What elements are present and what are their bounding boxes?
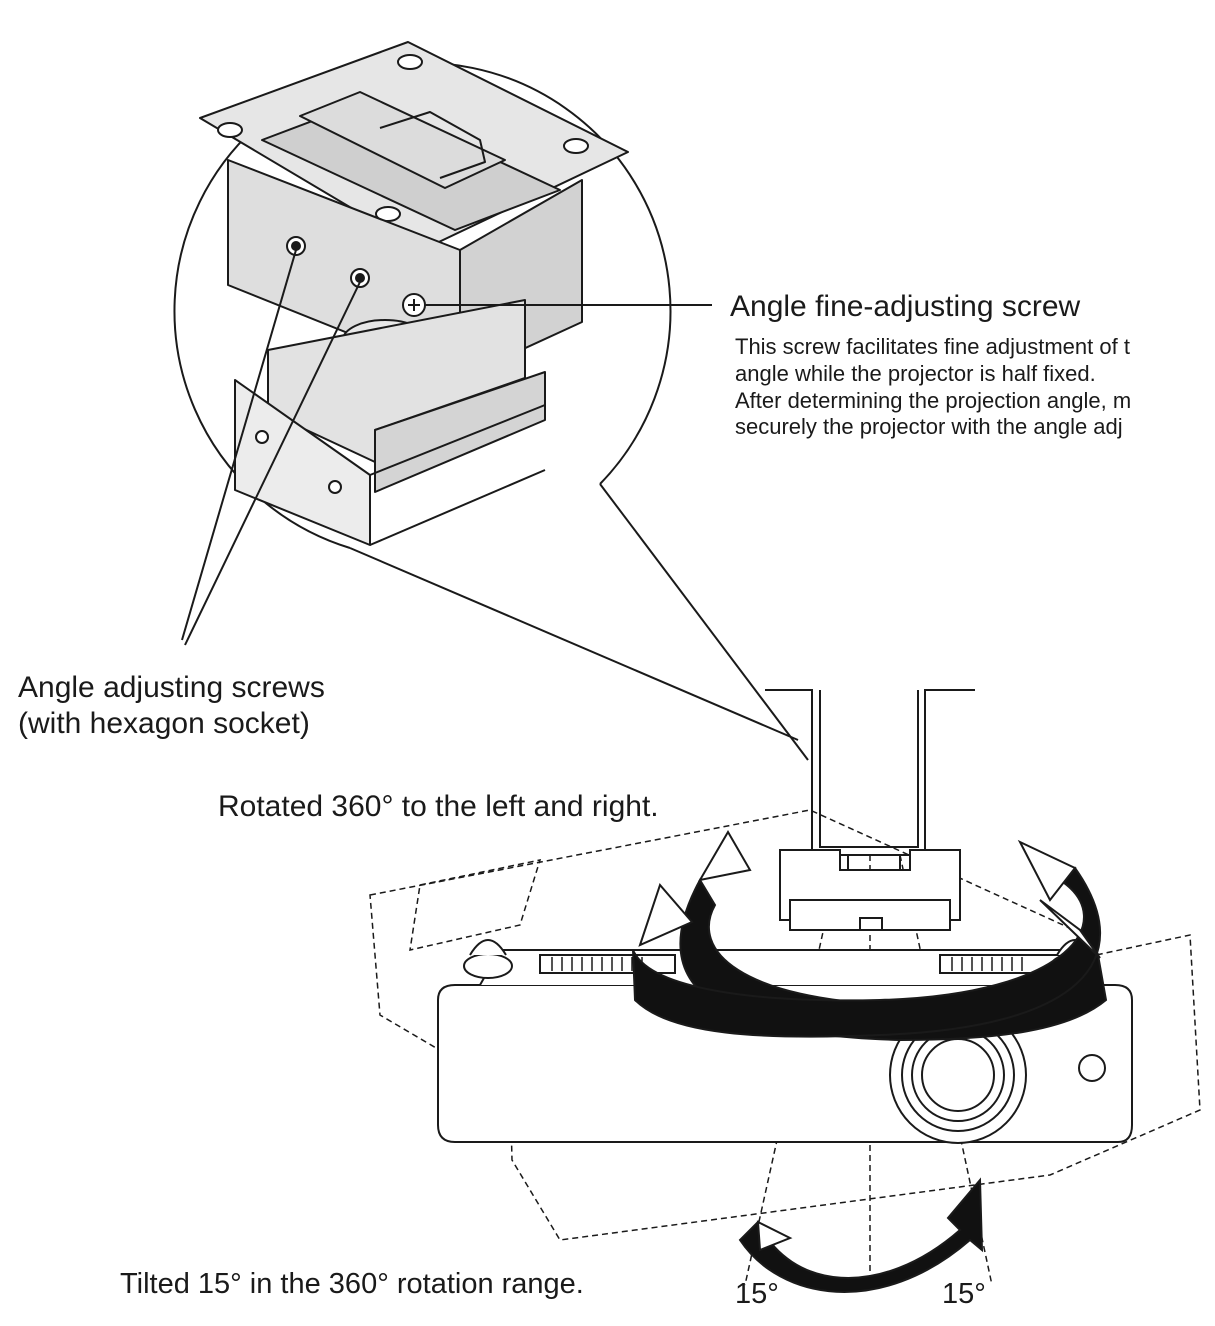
ceiling-mount-bracket <box>765 689 975 856</box>
rotation-arrows <box>632 830 1108 1042</box>
tilt-caption: Tilted 15° in the 360° rotation range. <box>120 1268 584 1300</box>
rotation-arrowhead-left2-icon <box>638 883 694 947</box>
leader-lines <box>181 249 712 646</box>
fine-screw-desc-line: After determining the projection angle, … <box>735 387 1132 413</box>
zoom-pointer-left <box>349 547 799 741</box>
fine-screw-desc-line: angle while the projector is half fixed. <box>735 360 1096 386</box>
hex-screw-leader-2 <box>184 281 361 646</box>
zoom-pointer-right <box>599 483 809 761</box>
tilt-arrow <box>738 1177 984 1293</box>
fine-screw-desc-line: This screw facilitates fine adjustment o… <box>735 334 1130 359</box>
fine-screw-description: This screw facilitates fine adjustment o… <box>735 334 1131 441</box>
tilt-angle-left: 15° <box>735 1278 779 1310</box>
rotation-arrowhead-right2-icon <box>1039 899 1101 959</box>
rotation-arrowhead-left-icon <box>698 830 752 882</box>
rotation-ribbon-2 <box>632 866 1101 1038</box>
fine-screw-title: Angle fine-adjusting screw <box>730 290 1081 323</box>
adjusting-screws-line2: (with hexagon socket) <box>18 707 310 740</box>
adjusting-screws-line1: Angle adjusting screws <box>18 671 325 704</box>
rotation-caption: Rotated 360° to the left and right. <box>218 790 659 823</box>
clamp-screw <box>328 480 342 494</box>
mount-hole <box>397 54 423 70</box>
rotation-arrowhead-right-icon <box>1017 839 1077 902</box>
hex-screw-leader-1 <box>181 249 297 641</box>
mount-hole <box>563 138 589 154</box>
clamp-screw <box>255 430 269 444</box>
adjusting-screws-label: Angle adjusting screws (with hexagon soc… <box>18 670 325 742</box>
adjuster-foot <box>463 953 513 979</box>
tilt-angle-right: 15° <box>942 1278 986 1310</box>
mount-hole <box>217 122 243 138</box>
mount-bracket-detail <box>199 41 629 546</box>
tilt-arrowhead-left-icon <box>756 1220 793 1252</box>
ir-sensor <box>1078 1054 1106 1082</box>
fine-screw-desc-line: securely the projector with the angle ad… <box>735 414 1123 440</box>
